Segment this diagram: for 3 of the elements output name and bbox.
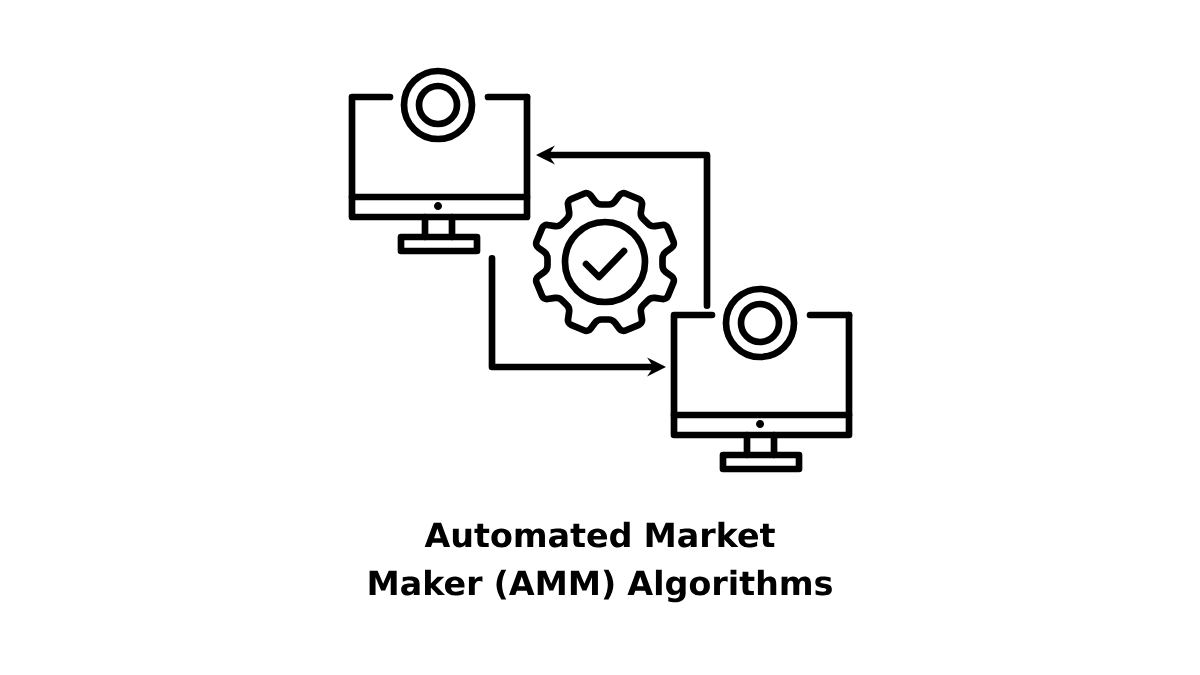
monitor-drawing bbox=[348, 67, 531, 255]
monitor-drawing bbox=[670, 285, 853, 473]
caption: Automated Market Maker (AMM) Algorithms bbox=[369, 521, 832, 603]
